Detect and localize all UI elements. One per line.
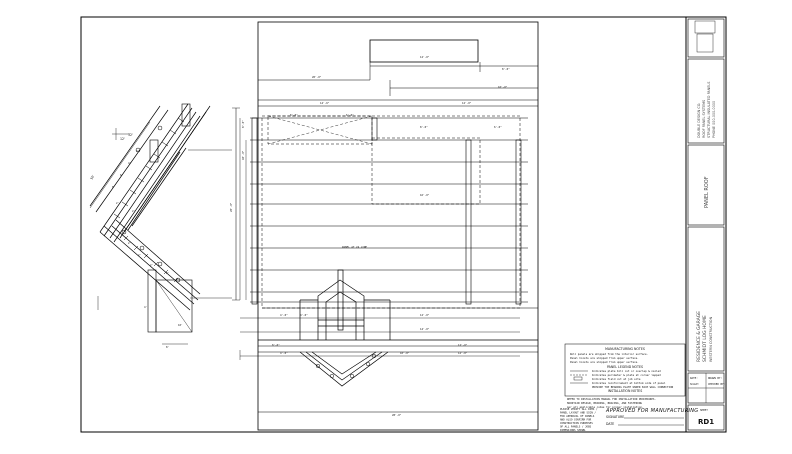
section-dim: 10' [89,174,95,180]
legend-item: Indicates reinforcement at bottom side o… [592,381,666,385]
plan-dim: 8'-0" [241,120,245,128]
install-notes: REFER TO INSTALLATION MANUAL FOR INSTALL… [567,397,656,409]
plan-dim: 6'-0" [494,125,502,129]
section-dim: 10' [178,323,183,327]
sheet-info: DATE: [690,376,698,380]
section-dim: 2' [166,271,169,275]
sheet-info: SCALE: [690,382,699,386]
legend-title: PANEL LEGEND NOTES [607,365,643,369]
section-dim: 6' [120,173,123,177]
note-line: Panel hoists are shipped from upper surf… [570,360,639,364]
plan-dim: 8'-0" [272,343,280,347]
sheet-prefix: SHEET [700,408,708,412]
title-block [685,17,725,432]
plan-center-label: PANEL AT 24 LINE [342,245,367,249]
project-line: WESTERN CONSTRUCTION [709,316,713,362]
roof-plan [232,21,539,431]
plan-dim: 8'-0" [502,67,510,71]
approval-line: DIMENSIONS SHOWN. [560,428,587,432]
legend-item: PROVIDE TOP BEARING PLATE UNDER EACH WAL… [592,385,674,389]
plan-dim: 28'-0" [392,413,402,417]
plan-dim: 20'-0" [229,202,233,212]
plan-dim: 12'-0" [458,343,468,347]
plan-dim: 16'-0" [420,193,430,197]
plan-dim: 4'-0" [300,313,308,317]
approval-line: PLEASE VERIFY ALL DIMS / [560,407,598,411]
plan-dim: 8'-0" [420,125,428,129]
approval-line: OF ALL PANELS / JOBS [560,425,592,429]
section-dim: 4' [144,305,147,309]
plan-dim: 12'-0" [420,313,430,317]
approval-line: FOR APPROVAL OF PANELS [560,414,595,418]
legend-item: Indicates field cut at job site [592,377,641,381]
section-dim: 2' [132,209,135,213]
note-line: Roll panels are shipped from the interio… [570,352,648,356]
signature-label: SIGNATURE [606,415,624,419]
plan-dim: 20'-0" [312,75,322,79]
install-line: MAINTAIN DESIGN, BEARING, BRACING, AND F… [567,401,642,405]
notes-title: MANUFACTURING NOTES [605,347,645,351]
plan-dim: 6'-0" [346,113,354,117]
section-dim: 2' [138,253,141,257]
date-label: DATE [606,422,614,426]
drawing-title: PANEL ROOF [704,176,710,208]
section-dim: 4' [136,149,139,153]
manufacturing-notes: MANUFACTURING NOTES Roll panels are ship… [564,343,686,397]
plan-dim: 10'-0" [498,85,508,89]
roof-section-detail [89,103,232,345]
legend-item: Indicates perimeter & plate at corner la… [592,373,661,377]
plan-dim: 12'-0" [458,351,468,355]
sheet-number: RD1 [698,418,714,426]
company-line: ROOF PANEL SYSTEMS [702,100,706,138]
approval-line: PANEL LAYOUT AND SIGN / [560,411,596,415]
section-dim: 2' [150,263,153,267]
install-line: REFER TO INSTALLATION MANUAL FOR INSTALL… [567,397,656,401]
company-line: PHONE 000-000-0000 [712,101,716,138]
plan-dim: 4'-0" [280,313,288,317]
plan-dim: 12'-0" [462,101,472,105]
company-line: STRUCTURAL INSULATED PANELS [707,82,711,138]
install-line: per all applicable codes for proper inst… [567,405,644,409]
section-dim: 2' [116,201,119,205]
section-dim: 4' [128,161,131,165]
note-line: Panel hoists are shipped from upper surf… [570,356,639,360]
title-block-text: DOUBLE DESIGN CO. ROOF PANEL SYSTEMS STR… [690,82,725,426]
plan-dim: 40'-0" [241,150,245,160]
section-dim: 8' [166,345,169,349]
plan-dim: 14'-0" [420,327,430,331]
approval-block: PLEASE VERIFY ALL DIMS / PANEL LAYOUT AN… [560,407,698,432]
approval-line: CONSTRUCTION PURPOSES [560,421,593,425]
approved-label: APPROVED FOR MANUFACTURING [605,408,698,414]
plan-dim: 10'-0" [400,351,410,355]
plan-dim: 8'-0" [290,113,298,117]
plan-dimension-labels: 12'-0" 20'-0" 8'-0" 10'-0" 14'-6" 12'-0"… [229,55,510,417]
install-title: INSTALLATION NOTES [608,389,642,393]
sheet-info: DRAWN BY: [708,376,722,380]
plan-dim: 4'-0" [280,351,288,355]
sheet-info: CHECKED BY: [708,382,725,386]
section-dim: 12' [120,137,125,141]
plan-dim: 14'-6" [320,101,330,105]
section-dim: 12' [128,133,133,137]
plan-dim: 12'-0" [420,55,430,59]
project-line: SCHMIDT LOG HOME [702,315,708,362]
company-line: DOUBLE DESIGN CO. [697,103,701,138]
project-line: RESIDENCE & GARAGE [696,311,702,362]
approval-line: AND ALSO CONFIRM FOR [560,418,592,422]
section-dimension-labels: 10' 12' 12' 8' 6' 4' 4' 2' 2' 2' 2' 2' 2… [89,133,182,349]
legend-item: Indicates plate bill cut or overlap & na… [592,369,661,373]
section-dim: 8' [112,185,115,189]
section-dim: 2' [128,241,131,245]
